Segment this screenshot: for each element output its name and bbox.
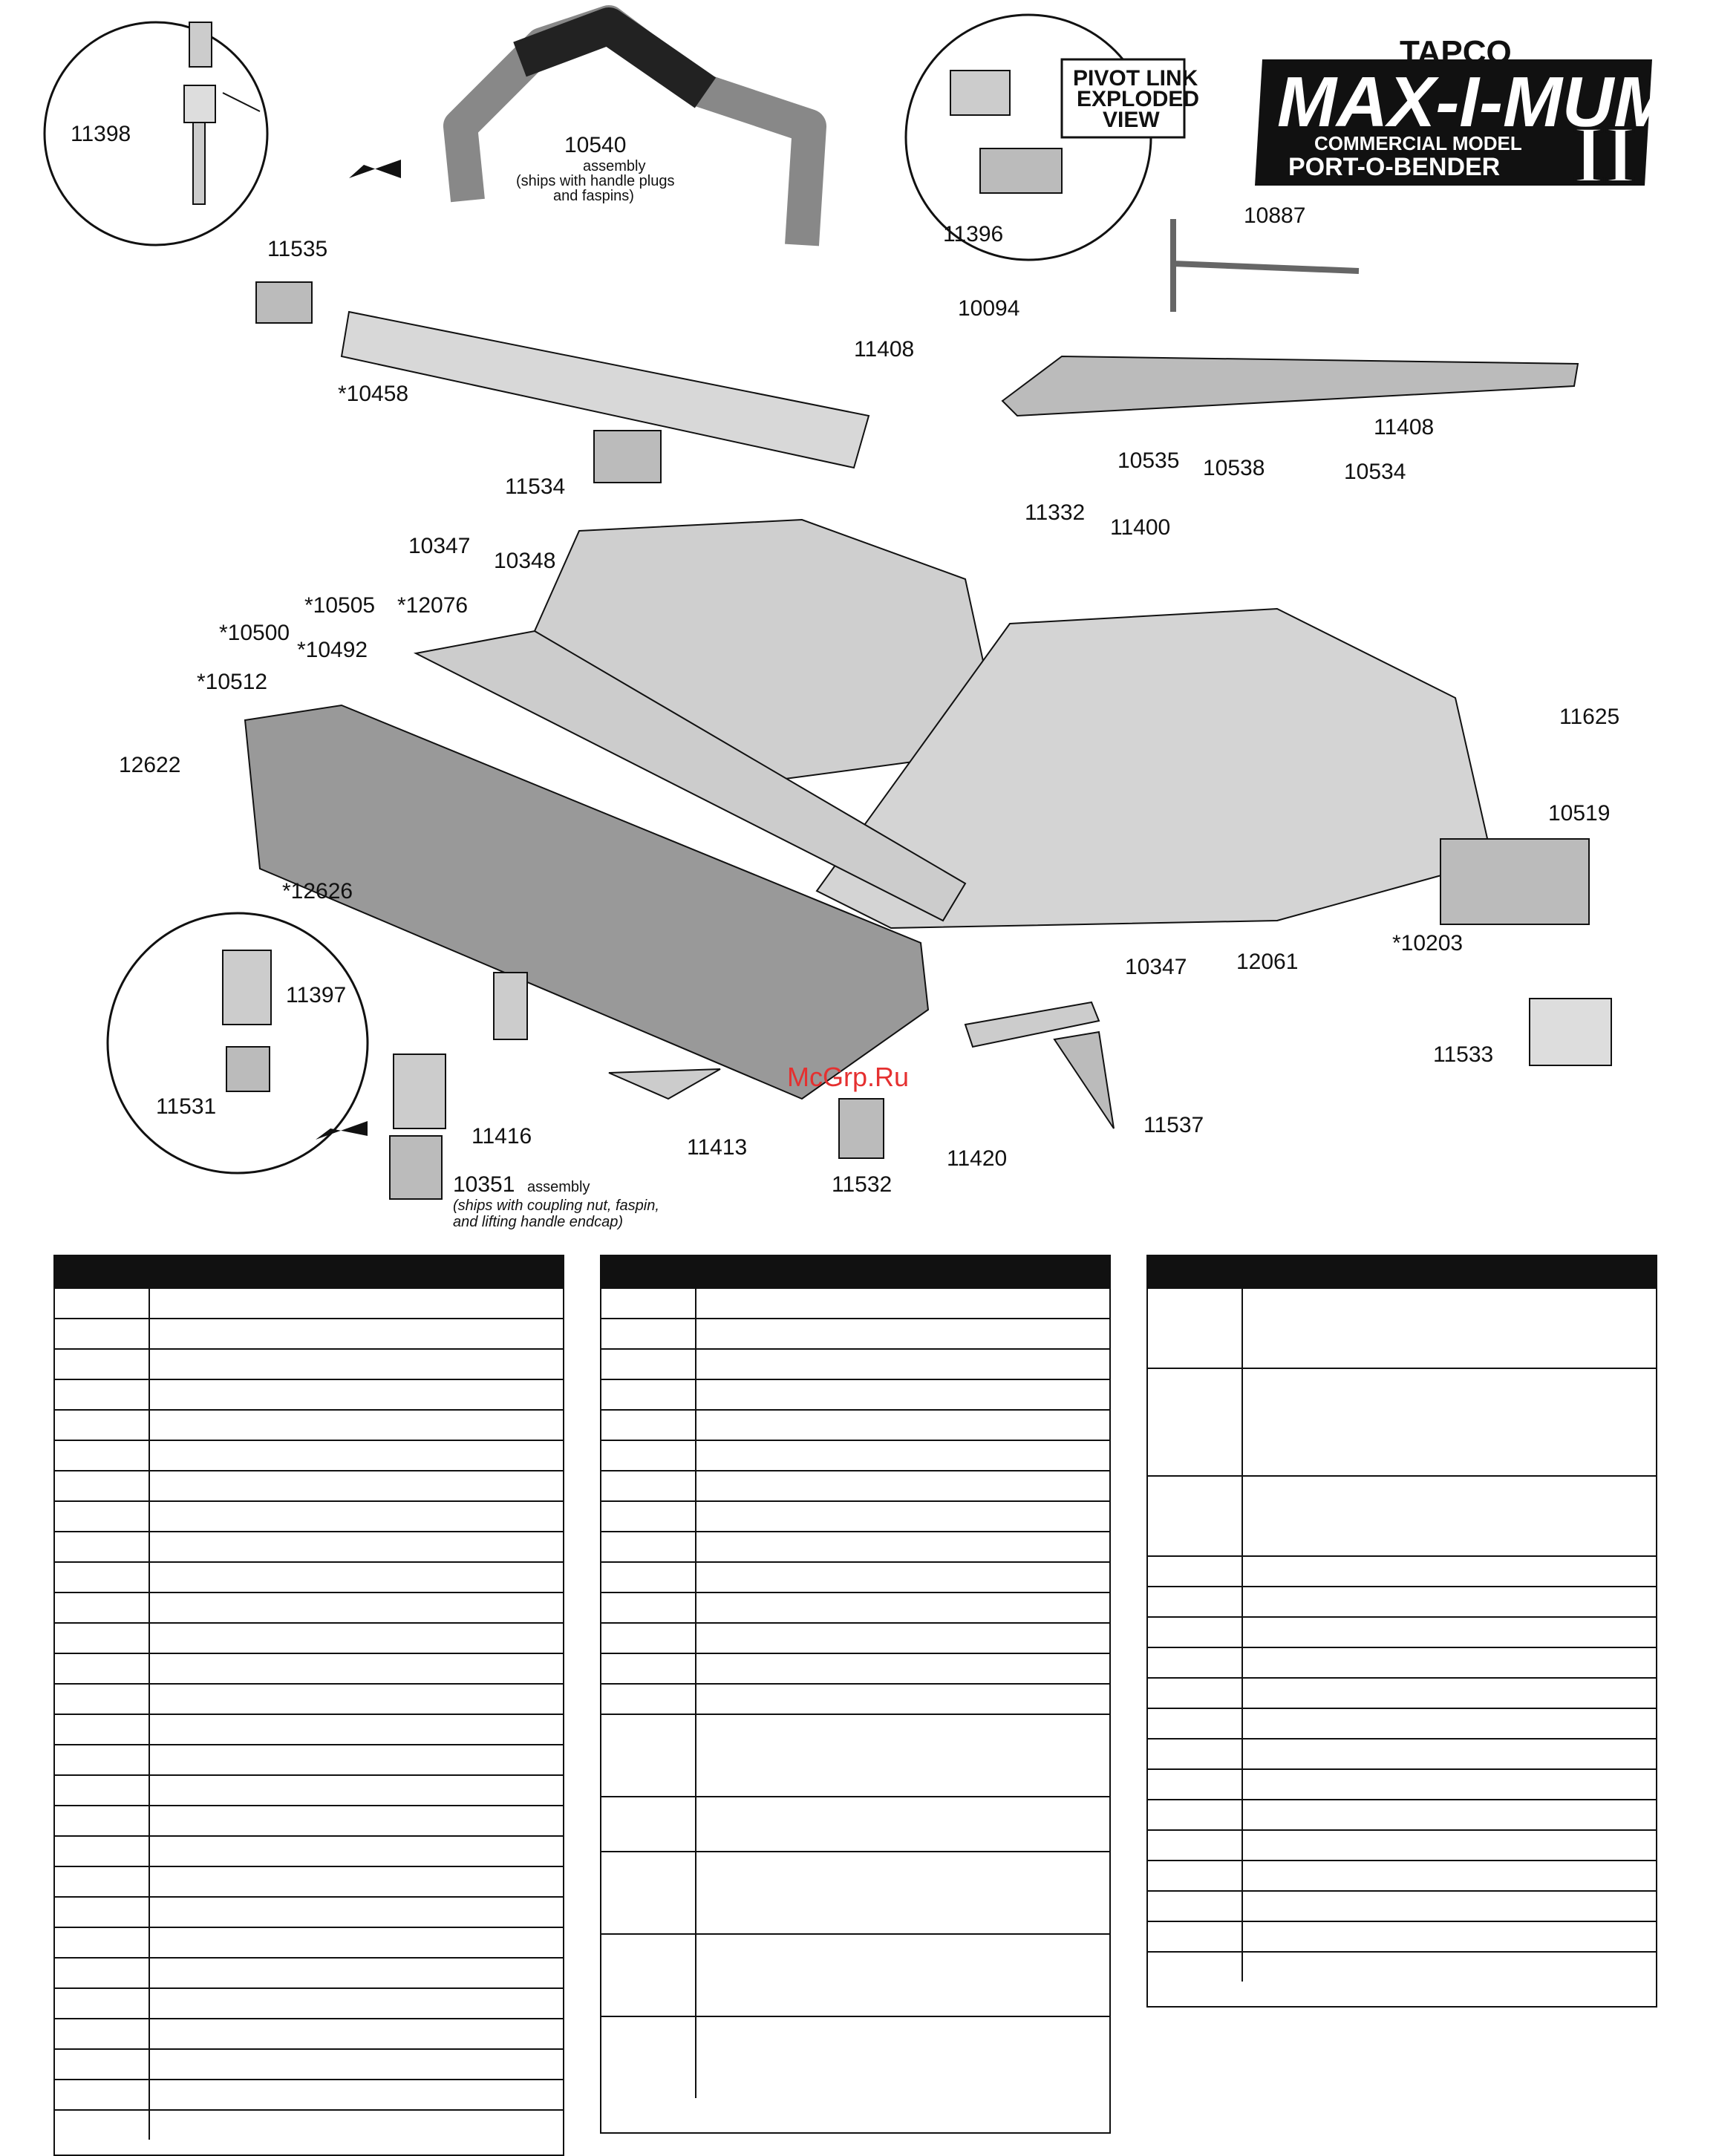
exploded-parts-diagram: TAPCO MAX-I-MUM COMMERCIAL MODEL PORT-O-… — [43, 5, 1674, 1230]
tapco-logo: TAPCO MAX-I-MUM COMMERCIAL MODEL PORT-O-… — [1255, 34, 1674, 201]
pivot-title-1: PIVOT LINK — [1073, 66, 1198, 91]
part-label: 11398 — [71, 122, 131, 146]
part-label: *10458 — [338, 382, 408, 406]
table-header — [601, 1256, 1109, 1287]
part-label: 11531 — [156, 1094, 216, 1119]
part-label: *10505 — [304, 593, 375, 618]
part-label: 11534 — [505, 474, 565, 499]
table-header — [1148, 1256, 1656, 1287]
part-label: 10519 — [1548, 801, 1610, 826]
part-label: 10534 — [1344, 460, 1406, 484]
part-label: *10203 — [1392, 931, 1463, 956]
parts-table-2 — [600, 1255, 1111, 2134]
part-label: 10347 — [1125, 955, 1187, 979]
table-header — [55, 1256, 563, 1287]
note-10540-c: and faspins) — [553, 188, 634, 204]
note-10540-b: (ships with handle plugs — [516, 173, 674, 189]
note-10540-a: assembly — [583, 158, 645, 174]
part-label: 10540 — [564, 133, 626, 157]
part-label: 11396 — [943, 222, 1003, 246]
part-label: 10351 — [453, 1172, 515, 1197]
top-tube — [340, 310, 870, 469]
part-label: 11537 — [1143, 1113, 1204, 1137]
part-label: 12061 — [1236, 950, 1298, 974]
logo-model-line: COMMERCIAL MODEL — [1314, 132, 1522, 154]
watermark: McGrp.Ru — [787, 1062, 910, 1092]
part-label: 10348 — [494, 549, 555, 573]
pivot-title-3: VIEW — [1103, 108, 1160, 132]
part-label: 12622 — [119, 753, 180, 777]
part-label: 11400 — [1110, 515, 1170, 540]
part-label: 11332 — [1025, 500, 1085, 525]
part-label: *12626 — [282, 879, 353, 904]
logo-product: MAX-I-MUM — [1277, 62, 1674, 142]
part-label: 11625 — [1559, 705, 1619, 729]
note-10351-a: assembly — [527, 1179, 590, 1195]
part-label: 11413 — [687, 1135, 747, 1160]
part-label: *10500 — [219, 621, 290, 645]
hex-key — [1170, 219, 1360, 312]
part-label: 11532 — [832, 1172, 892, 1197]
pivot-title-2: EXPLODED — [1077, 87, 1199, 111]
part-label: 11535 — [267, 237, 327, 261]
part-label: 11408 — [854, 337, 914, 362]
note-10351-c: and lifting handle endcap) — [453, 1214, 623, 1230]
part-label: 11533 — [1433, 1042, 1493, 1067]
part-label: 11408 — [1374, 415, 1434, 440]
part-label: *10492 — [297, 638, 368, 662]
part-label: 10887 — [1244, 203, 1305, 228]
logo-name: PORT-O-BENDER — [1288, 153, 1500, 181]
top-rail — [1001, 355, 1579, 417]
logo-numeral: II — [1573, 109, 1637, 200]
part-label: 11416 — [472, 1124, 532, 1149]
part-label: *10512 — [197, 670, 267, 694]
part-label: 11397 — [286, 983, 346, 1007]
inset-coupling-detail — [106, 912, 369, 1175]
parts-table-3 — [1146, 1255, 1657, 2008]
part-label: 10535 — [1117, 448, 1179, 473]
part-label: 11420 — [947, 1146, 1007, 1171]
part-label: 10094 — [958, 296, 1019, 321]
note-10351-b: (ships with coupling nut, faspin, — [453, 1198, 659, 1214]
inset-pin-detail — [43, 21, 269, 246]
front-blade — [244, 704, 930, 1100]
parts-table-1 — [53, 1255, 564, 2156]
part-label: *12076 — [397, 593, 468, 618]
part-label: 10538 — [1203, 456, 1265, 480]
part-label: 10347 — [408, 534, 470, 558]
